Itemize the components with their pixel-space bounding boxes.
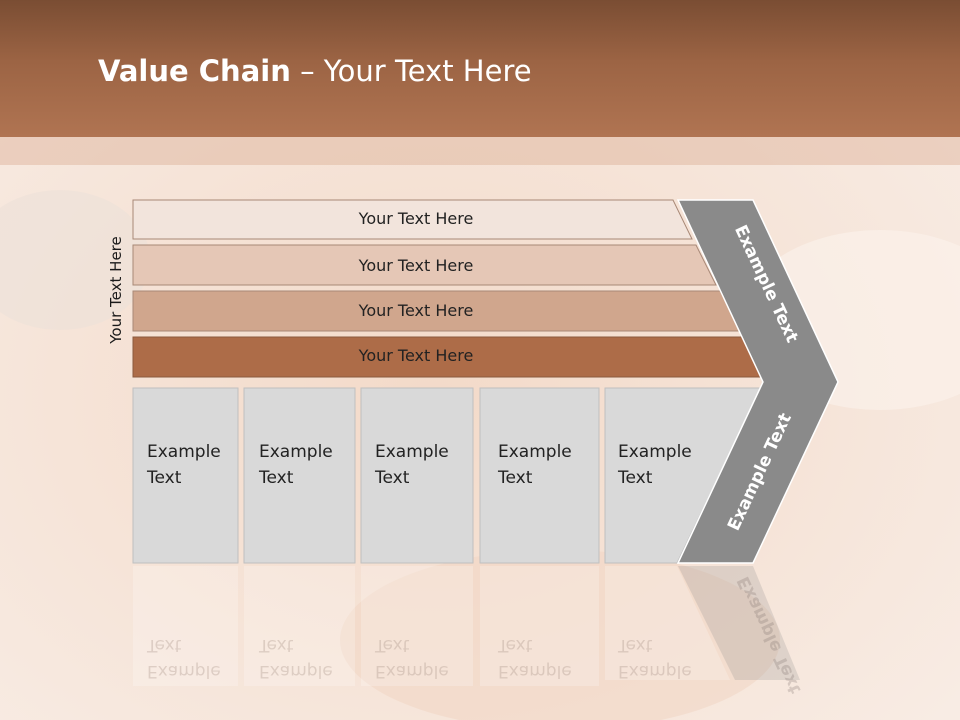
reflection-text-2-line2: Text (259, 635, 294, 655)
reflection (133, 566, 800, 686)
box-label-1-line2: Text (147, 468, 182, 488)
reflection-text-4-line2: Text (498, 635, 533, 655)
header-bar (0, 0, 960, 137)
primary-box-4 (479, 387, 600, 564)
box-label-4-line1: Example (498, 442, 572, 462)
margin-chevron (676, 199, 839, 564)
box-label-2-line2: Text (259, 468, 294, 488)
box-label-3-line1: Example (375, 442, 449, 462)
support-bar-2 (132, 244, 717, 286)
reflection-text-3-line1: Example (375, 661, 449, 681)
reflection-text-2: Example Text (259, 632, 333, 684)
reflection-text-1-line2: Text (147, 635, 182, 655)
reflection-text-3-line2: Text (375, 635, 410, 655)
title-bold: Value Chain (98, 54, 291, 88)
reflection-text-1-line1: Example (147, 661, 221, 681)
reflection-text-5: Example Text (618, 632, 692, 684)
box-label-3-line2: Text (375, 468, 410, 488)
reflection-text-4-line1: Example (498, 661, 572, 681)
box-label-5-line2: Text (618, 468, 653, 488)
slide-title: Value Chain – Your Text Here (98, 54, 532, 88)
reflection-text-1: Example Text (147, 632, 221, 684)
bar-label-4: Your Text Here (358, 346, 474, 365)
title-rest: – Your Text Here (290, 54, 532, 88)
support-bar-1 (132, 199, 693, 240)
reflection-text-4: Example Text (498, 632, 572, 684)
header-band (0, 137, 960, 165)
reflection-text-5-line1: Example (618, 661, 692, 681)
bar-label-1: Your Text Here (358, 209, 474, 228)
box-label-5-line1: Example (618, 442, 692, 462)
primary-box-5 (604, 387, 762, 564)
bar-label-3: Your Text Here (358, 301, 474, 320)
primary-box-2 (243, 387, 356, 564)
primary-box-1 (132, 387, 239, 564)
primary-box-3 (360, 387, 474, 564)
reflection-text-2-line1: Example (259, 661, 333, 681)
reflection-text-3: Example Text (375, 632, 449, 684)
bar-label-2: Your Text Here (358, 256, 474, 275)
box-label-4-line2: Text (498, 468, 533, 488)
box-label-2-line1: Example (259, 442, 333, 462)
box-label-1-line1: Example (147, 442, 221, 462)
reflection-text-5-line2: Text (618, 635, 653, 655)
